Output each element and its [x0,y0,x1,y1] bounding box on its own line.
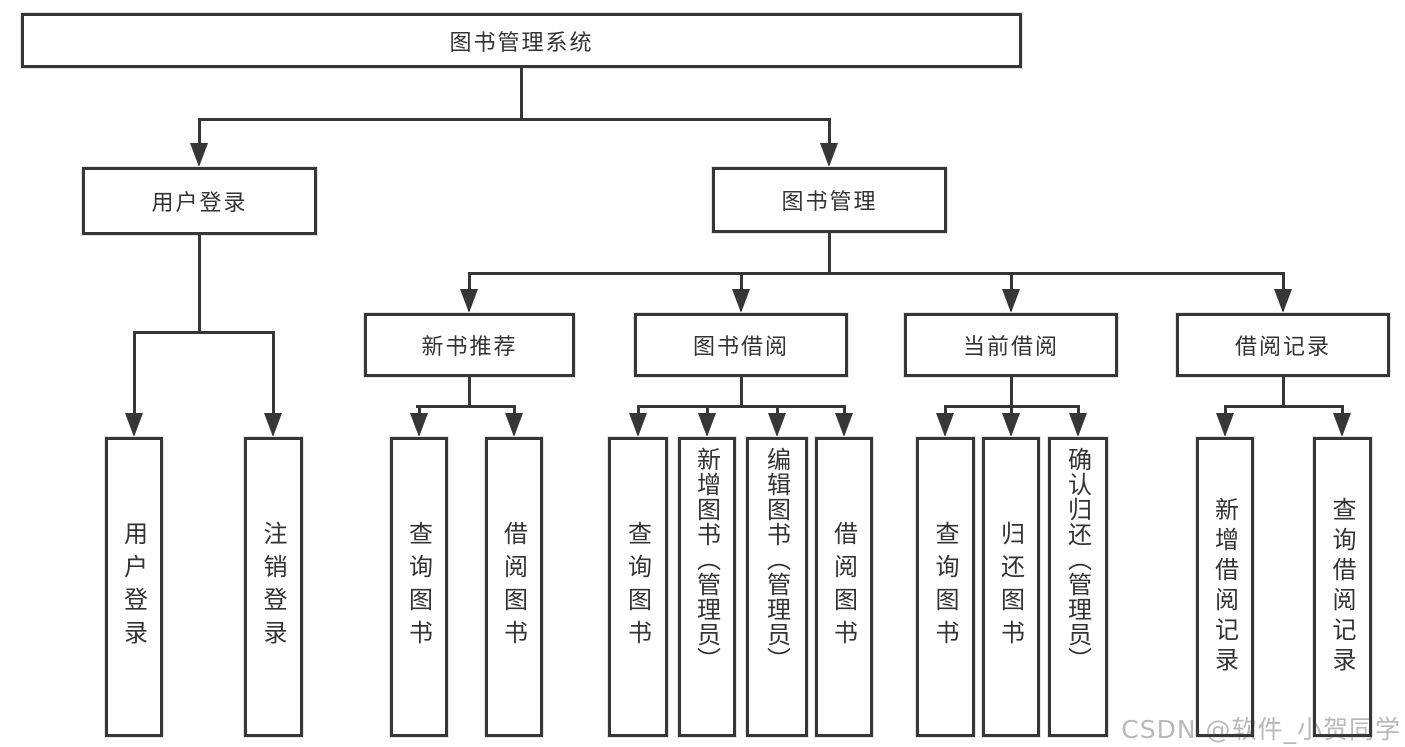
node-book-management-label: 图书管理 [781,190,878,215]
connector-shaft [828,118,831,148]
arrowhead-down [505,413,523,437]
leaf-query-borrow-record: 查询借阅记录 [1313,437,1372,737]
leaf-add-book-admin: 新增图书（管理员） [678,437,736,737]
node-borrowing-records-label: 借阅记录 [1234,335,1331,360]
node-current-borrowing-label: 当前借阅 [962,335,1059,360]
arrowhead-down [190,143,208,167]
connector-shaft [1010,272,1013,293]
connector-shaft [1282,272,1285,293]
arrowhead-down [1216,413,1234,437]
arrowhead-down [936,413,954,437]
leaf-query-books-current-label: 查询图书 [931,521,959,653]
connector-stub [1282,377,1285,408]
connector-shaft [272,331,275,417]
node-user-login: 用户登录 [82,167,317,235]
connector-shaft [776,405,779,417]
leaf-add-borrow-record-label: 新增借阅记录 [1210,497,1239,677]
arrowhead-down [264,413,282,437]
connector-rail [416,405,516,408]
leaf-query-books-borrow: 查询图书 [608,437,668,737]
connector-shaft [740,272,743,293]
connector-stub [740,377,743,408]
connector-shaft [1224,405,1227,417]
node-current-borrowing: 当前借阅 [904,313,1118,377]
leaf-borrow-books-label: 借阅图书 [829,521,858,653]
connector-stub [1010,377,1013,408]
node-book-borrowing: 图书借阅 [634,313,848,377]
connector-shaft [198,118,201,148]
leaf-borrow-books-recommend-label: 借阅图书 [499,521,528,653]
leaf-confirm-return-admin-label: 确认归还（管理员） [1063,447,1092,672]
node-new-book-recommendation: 新书推荐 [364,313,575,377]
connector-rail [1224,405,1343,408]
connector-stub [468,377,471,408]
leaf-query-books-recommend: 查询图书 [390,437,448,737]
connector-shaft [468,272,471,293]
arrowhead-down [410,413,428,437]
arrowhead-down [768,413,786,437]
arrowhead-down [1002,289,1020,313]
leaf-add-book-admin-label: 新增图书（管理员） [692,447,721,672]
node-new-book-recommendation-label: 新书推荐 [421,335,518,360]
arrowhead-down [629,413,647,437]
node-library-system-label: 图书管理系统 [449,30,594,56]
leaf-user-login-label: 用户登录 [119,521,148,653]
leaf-return-books-label: 归还图书 [996,521,1025,653]
leaf-query-books-borrow-label: 查询图书 [623,521,652,653]
leaf-query-borrow-record-label: 查询借阅记录 [1328,497,1356,677]
leaf-query-books-recommend-label: 查询图书 [404,521,433,653]
connector-shaft [513,405,516,417]
arrowhead-down [1002,413,1020,437]
connector-shaft [944,405,947,417]
node-borrowing-records: 借阅记录 [1176,313,1390,377]
arrowhead-down [1069,413,1087,437]
node-book-borrowing-label: 图书借阅 [692,335,789,360]
arrowhead-down [125,413,143,437]
leaf-confirm-return-admin: 确认归还（管理员） [1048,437,1108,737]
arrowhead-down [1274,289,1292,313]
node-book-management: 图书管理 [712,167,947,233]
node-library-system: 图书管理系统 [21,13,1022,68]
connector-shaft [418,405,421,417]
watermark: CSDN @软件_小贺同学 [1121,715,1401,744]
connector-shaft [637,405,640,417]
leaf-borrow-books: 借阅图书 [815,437,873,737]
leaf-borrow-books-recommend: 借阅图书 [485,437,543,737]
connector-rail [637,405,845,408]
leaf-edit-book-admin-label: 编辑图书（管理员） [762,447,791,672]
connector-shaft [1341,405,1344,417]
leaf-logout-label: 注销登录 [259,521,287,653]
leaf-user-login: 用户登录 [105,437,163,737]
connector-level3-rail [468,272,1284,275]
connector-level2-rail [198,118,831,121]
connector-shaft [133,331,136,417]
leaf-query-books-current: 查询图书 [916,437,975,737]
arrowhead-down [820,143,838,167]
node-user-login-label: 用户登录 [151,191,248,216]
connector-user-login-stub [198,235,201,334]
connector-user-login-rail [133,331,274,334]
arrowhead-down [835,413,853,437]
connector-shaft [843,405,846,417]
connector-book-mgmt-stub [828,233,831,275]
leaf-edit-book-admin: 编辑图书（管理员） [746,437,808,737]
arrowhead-down [698,413,716,437]
connector-shaft [1077,405,1080,417]
connector-shaft [1010,405,1013,417]
arrowhead-down [732,289,750,313]
connector-root-stub [520,68,523,121]
arrowhead-down [460,289,478,313]
leaf-add-borrow-record: 新增借阅记录 [1196,437,1254,737]
connector-shaft [706,405,709,417]
leaf-return-books: 归还图书 [982,437,1040,737]
leaf-logout: 注销登录 [244,437,303,737]
arrowhead-down [1333,413,1351,437]
